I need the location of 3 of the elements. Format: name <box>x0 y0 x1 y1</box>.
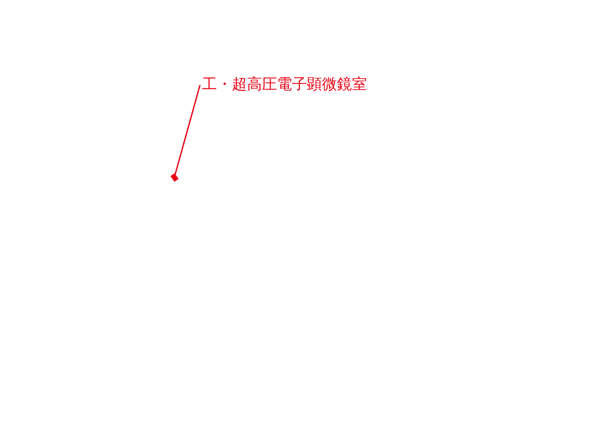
location-marker <box>170 173 179 182</box>
callout-label: 工・超高圧電子顕微鏡室 <box>202 74 367 94</box>
leader-line <box>174 84 201 176</box>
